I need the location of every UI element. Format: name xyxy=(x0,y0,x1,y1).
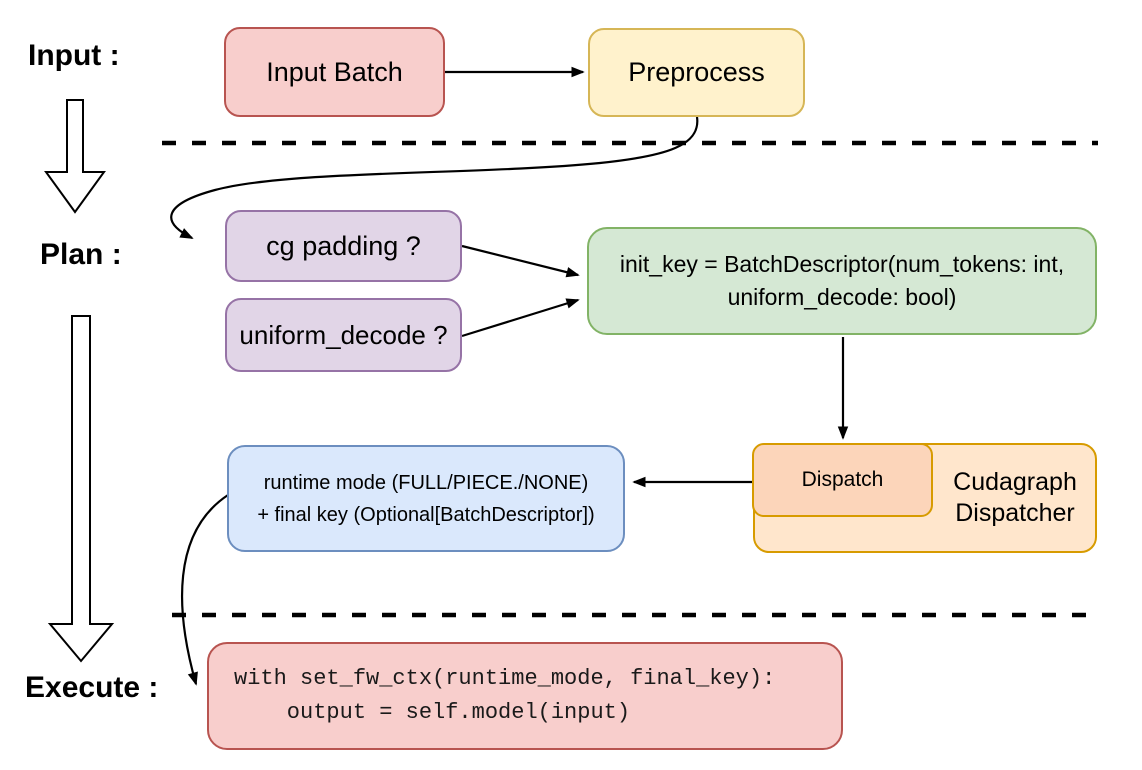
edge-cgpadding-to-initkey xyxy=(461,244,578,275)
node-execute-code: with set_fw_ctx(runtime_mode, final_key)… xyxy=(207,642,843,750)
node-dispatch: Dispatch xyxy=(752,443,933,517)
node-input-batch-label: Input Batch xyxy=(266,56,403,87)
edge-uniformdecode-to-initkey xyxy=(461,300,578,338)
node-cudagraph-dispatcher-label: Cudagraph Dispatcher xyxy=(935,445,1095,551)
stage-label-execute: Execute : xyxy=(25,671,159,704)
node-runtime-result: runtime mode (FULL/PIECE./NONE) + final … xyxy=(227,445,625,552)
node-uniform-decode: uniform_decode ? xyxy=(225,298,462,372)
stage-label-plan: Plan : xyxy=(40,238,122,271)
plan-to-execute-arrow xyxy=(47,315,115,663)
cudagraph-line2: Dispatcher xyxy=(955,499,1075,527)
edge-runtime-to-execute xyxy=(180,494,229,684)
cudagraph-line1: Cudagraph xyxy=(953,468,1077,496)
input-to-plan-arrow xyxy=(44,99,106,214)
node-preprocess: Preprocess xyxy=(588,28,805,117)
node-init-key: init_key = BatchDescriptor(num_tokens: i… xyxy=(587,227,1097,335)
node-cg-padding: cg padding ? xyxy=(225,210,462,282)
node-runtime-line1: runtime mode (FULL/PIECE./NONE) xyxy=(263,471,589,494)
node-preprocess-label: Preprocess xyxy=(628,57,765,87)
node-init-key-line2: uniform_decode: bool) xyxy=(727,284,957,310)
node-init-key-line1: init_key = BatchDescriptor(num_tokens: i… xyxy=(619,251,1065,277)
edge-preprocess-to-cgpadding xyxy=(170,116,699,239)
node-runtime-line2: + final key (Optional[BatchDescriptor]) xyxy=(257,503,595,526)
node-dispatch-label: Dispatch xyxy=(801,468,884,491)
node-cg-padding-label: cg padding ? xyxy=(266,230,421,261)
execute-code-line1: with set_fw_ctx(runtime_mode, final_key)… xyxy=(234,666,776,691)
stage-label-input: Input : xyxy=(28,39,120,72)
node-input-batch: Input Batch xyxy=(224,27,445,117)
execute-code-line2: output = self.model(input) xyxy=(234,700,631,725)
node-uniform-decode-label: uniform_decode ? xyxy=(239,319,448,350)
